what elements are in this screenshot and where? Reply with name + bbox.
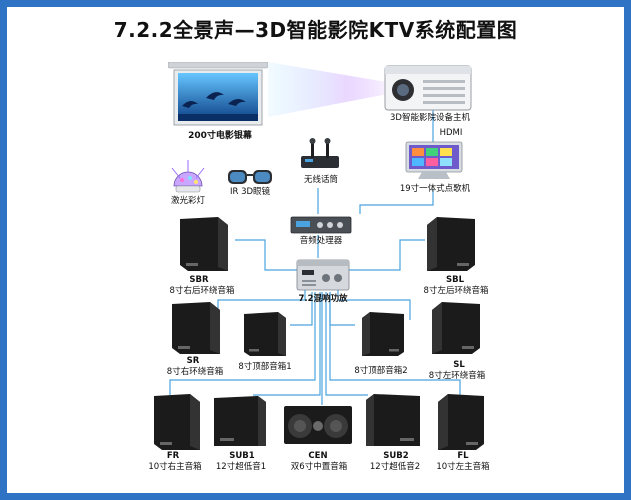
speaker-sbl-desc: 8寸左后环绕音箱: [423, 286, 489, 296]
audio-processor-label: 音频处理器: [299, 236, 343, 246]
speaker-sr-code: SR: [186, 356, 200, 366]
speaker-fl-code: FL: [457, 451, 469, 461]
karaoke-machine-label: 19寸一体式点歌机: [399, 184, 471, 194]
speaker-sbr: [178, 215, 230, 273]
speaker-fr: [152, 392, 202, 452]
laser-light-label: 激光彩灯: [170, 196, 205, 206]
speaker-top2: [360, 310, 406, 358]
speaker-fl: [436, 392, 486, 452]
screen-label: 200寸电影银幕: [188, 131, 252, 141]
wireless-mic-label: 无线话筒: [303, 175, 338, 185]
speaker-sub1-desc: 12寸超低音1: [215, 462, 267, 472]
audio-processor: [290, 215, 352, 235]
speaker-sub2: [364, 392, 422, 448]
speaker-top2-desc: 8寸顶部音箱2: [354, 366, 408, 376]
speaker-cen-code: CEN: [308, 451, 328, 461]
projector: [383, 60, 473, 112]
speaker-sr: [170, 300, 222, 356]
speaker-sr-desc: 8寸右环绕音箱: [166, 367, 224, 377]
projector-label: 3D智能影院设备主机: [390, 113, 470, 123]
speaker-sl: [430, 300, 482, 356]
speaker-fr-desc: 10寸右主音箱: [148, 462, 202, 472]
laser-light: [168, 158, 208, 194]
3d-glasses: [226, 165, 274, 189]
speaker-sl-code: SL: [453, 360, 465, 370]
3d-glasses-label: IR 3D眼镜: [229, 187, 271, 197]
projection-screen: [167, 61, 269, 134]
speaker-sub2-code: SUB2: [383, 451, 409, 461]
speaker-cen: [282, 404, 354, 446]
wireless-mic: [295, 138, 345, 170]
amplifier: [296, 258, 350, 292]
speaker-sbl: [425, 215, 477, 273]
karaoke-machine: [404, 140, 464, 180]
amplifier-label: 7.2混响功放: [298, 294, 348, 304]
diagram-title: 7.2.2全景声—3D智能影院KTV系统配置图: [113, 18, 518, 42]
speaker-sbr-desc: 8寸右后环绕音箱: [169, 286, 235, 296]
speaker-cen-desc: 双6寸中置音箱: [290, 462, 348, 472]
speaker-sub2-desc: 12寸超低音2: [369, 462, 421, 472]
projection-beam: [268, 62, 398, 117]
speaker-sbl-code: SBL: [445, 275, 465, 285]
speaker-sbr-code: SBR: [189, 275, 209, 285]
speaker-fr-code: FR: [166, 451, 180, 461]
speaker-top1-desc: 8寸顶部音箱1: [238, 362, 292, 372]
speaker-sub1-code: SUB1: [229, 451, 255, 461]
speaker-sub1: [212, 394, 268, 448]
hdmi-label: HDMI: [439, 128, 463, 138]
speaker-top1: [242, 310, 288, 358]
speaker-fl-desc: 10寸左主音箱: [436, 462, 490, 472]
speaker-sl-desc: 8寸左环绕音箱: [428, 371, 486, 381]
